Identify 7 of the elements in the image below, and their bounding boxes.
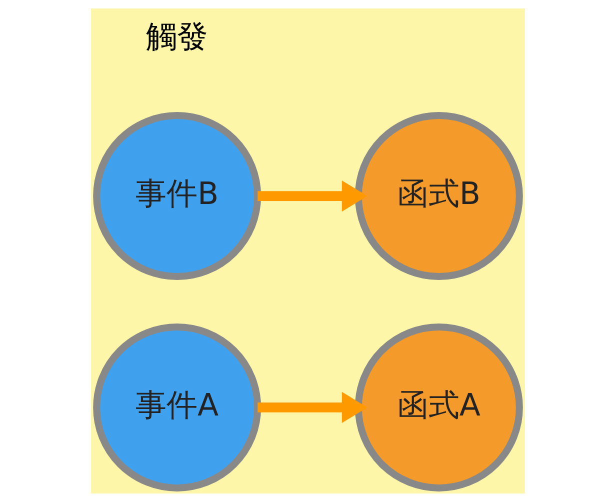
node-circle: 函式A [354,323,522,492]
label: 觸發 [146,19,208,56]
arrow [257,392,367,424]
arrow [257,180,367,212]
node-circle: 事件B [92,112,261,280]
node-circle: 事件A [92,323,261,492]
node-circle: 函式B [354,112,522,280]
